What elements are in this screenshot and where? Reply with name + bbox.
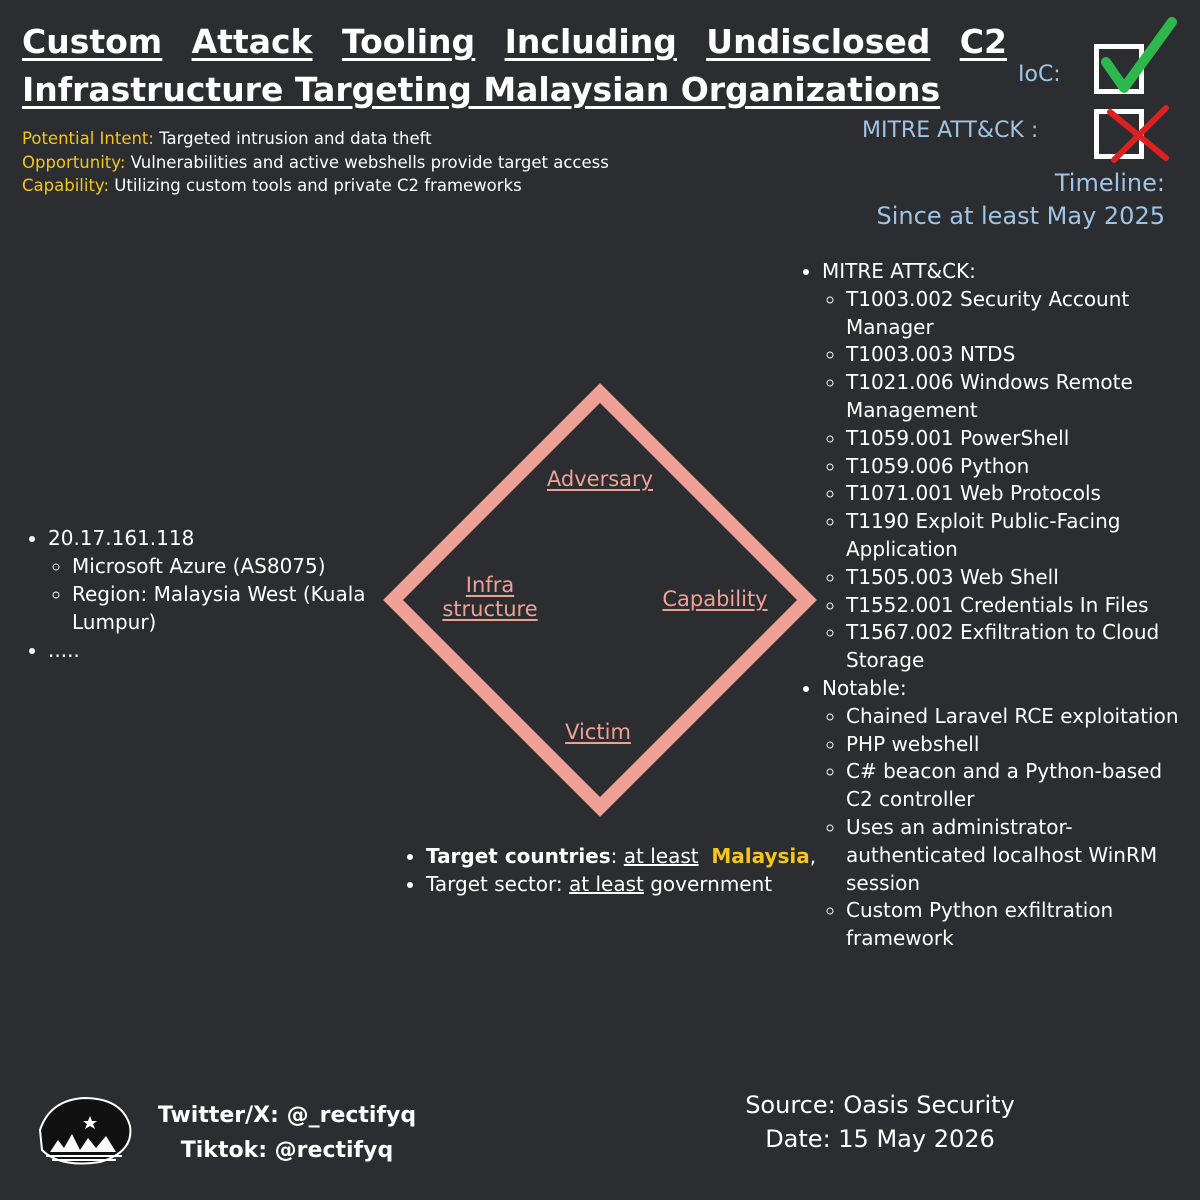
technique-item: T1059.001 PowerShell bbox=[846, 425, 1190, 453]
title-word: C2 bbox=[959, 22, 1007, 61]
title-word: Undisclosed bbox=[706, 22, 931, 61]
mitre-label: MITRE ATT&CK : bbox=[862, 118, 1039, 143]
title-word: Attack bbox=[191, 22, 313, 61]
infrastructure-list: 20.17.161.118 Microsoft Azure (AS8075) R… bbox=[24, 524, 389, 664]
notable-item: Uses an administrator-authenticated loca… bbox=[846, 814, 1190, 897]
list-item: Target sector: at least government bbox=[426, 870, 822, 898]
technique-item: T1567.002 Exfiltration to Cloud Storage bbox=[846, 619, 1190, 675]
infra-line-2: structure bbox=[442, 597, 538, 621]
ip-address: 20.17.161.118 bbox=[48, 526, 195, 550]
technique-item: T1190 Exploit Public-Facing Application bbox=[846, 508, 1190, 564]
list-item: 20.17.161.118 Microsoft Azure (AS8075) R… bbox=[48, 524, 389, 636]
technique-item: T1003.002 Security Account Manager bbox=[846, 286, 1190, 342]
ioc-label: IoC: bbox=[1018, 62, 1061, 87]
notable-heading: Notable: bbox=[822, 675, 907, 700]
diamond-shape bbox=[383, 383, 817, 817]
victim-list: Target countries: at least Malaysia, Tar… bbox=[402, 842, 822, 898]
qualifier: at least bbox=[569, 872, 644, 896]
date-text: Date: 15 May 2026 bbox=[765, 1125, 995, 1153]
title-line-2: Infrastructure Targeting Malaysian Organ… bbox=[22, 70, 941, 109]
technique-item: T1552.001 Credentials In Files bbox=[846, 592, 1190, 620]
diamond-capability-label: Capability bbox=[662, 587, 768, 611]
logo-icon bbox=[38, 1096, 132, 1165]
target-countries-label: Target countries bbox=[426, 844, 611, 868]
list-item: Notable: Chained Laravel RCE exploitatio… bbox=[822, 675, 1190, 953]
intent-value: Targeted intrusion and data theft bbox=[153, 129, 432, 148]
technique-item: T1059.006 Python bbox=[846, 453, 1190, 481]
capability-row: Capability: Utilizing custom tools and p… bbox=[22, 174, 609, 198]
list-item: Region: Malaysia West (Kuala Lumpur) bbox=[72, 580, 389, 636]
source-text: Source: Oasis Security bbox=[745, 1091, 1015, 1119]
technique-item: T1071.001 Web Protocols bbox=[846, 480, 1190, 508]
notable-item: PHP webshell bbox=[846, 731, 1190, 759]
title-word: Including bbox=[504, 22, 677, 61]
separator: : bbox=[610, 844, 624, 868]
title-word: Tooling bbox=[341, 22, 476, 61]
list-item: ..... bbox=[48, 636, 389, 664]
list-item: Microsoft Azure (AS8075) bbox=[72, 552, 389, 580]
technique-item: T1505.003 Web Shell bbox=[846, 564, 1190, 592]
notable-item: C# beacon and a Python-based C2 controll… bbox=[846, 758, 1190, 814]
tiktok-handle: Tiktok: @rectifyq bbox=[180, 1138, 394, 1163]
infra-line-1: Infra bbox=[465, 573, 515, 597]
intent-block: Potential Intent: Targeted intrusion and… bbox=[22, 127, 609, 198]
opportunity-value: Vulnerabilities and active webshells pro… bbox=[125, 152, 609, 172]
opportunity-row: Opportunity: Vulnerabilities and active … bbox=[22, 151, 609, 175]
timeline: Timeline: Since at least May 2025 bbox=[877, 167, 1165, 233]
twitter-handle: Twitter/X: @_rectifyq bbox=[157, 1103, 417, 1128]
target-country: Malaysia bbox=[711, 844, 810, 868]
notable-item: Custom Python exfiltration framework bbox=[846, 897, 1190, 953]
intent-row: Potential Intent: Targeted intrusion and… bbox=[22, 127, 609, 151]
diamond-model bbox=[383, 383, 817, 817]
diamond-victim-label: Victim bbox=[565, 720, 631, 744]
list-item: MITRE ATT&CK: T1003.002 Security Account… bbox=[822, 258, 1190, 675]
check-icon bbox=[1101, 17, 1177, 93]
qualifier: at least bbox=[623, 844, 699, 868]
target-sector: government bbox=[643, 872, 773, 896]
capability-key: Capability: bbox=[22, 176, 110, 195]
opportunity-key: Opportunity: bbox=[22, 152, 126, 172]
target-sector-label: Target sector: bbox=[426, 872, 569, 896]
timeline-value: Since at least May 2025 bbox=[876, 202, 1165, 230]
title-line-1: Custom Attack Tooling Including Undisclo… bbox=[22, 18, 1007, 66]
social-handles: Twitter/X: @_rectifyq Tiktok: @rectifyq bbox=[142, 1098, 432, 1168]
mitre-heading: MITRE ATT&CK: bbox=[822, 259, 976, 283]
list-item: Target countries: at least Malaysia, bbox=[426, 842, 822, 870]
title-word: Custom bbox=[22, 22, 163, 61]
capability-value: Utilizing custom tools and private C2 fr… bbox=[109, 176, 522, 195]
diamond-adversary-label: Adversary bbox=[546, 467, 654, 491]
cross-icon bbox=[1107, 105, 1169, 163]
page-title: Custom Attack Tooling Including Undisclo… bbox=[22, 18, 1007, 114]
capability-list: MITRE ATT&CK: T1003.002 Security Account… bbox=[798, 258, 1190, 953]
intent-key: Potential Intent: bbox=[22, 129, 154, 148]
source-block: Source: Oasis Security Date: 15 May 2026 bbox=[700, 1088, 1060, 1156]
trailing-comma: , bbox=[809, 844, 817, 868]
diamond-infrastructure-label: Infra structure bbox=[425, 573, 555, 621]
technique-item: T1021.006 Windows Remote Management bbox=[846, 369, 1190, 425]
timeline-label: Timeline: bbox=[1054, 169, 1165, 197]
notable-item: Chained Laravel RCE exploitation bbox=[846, 703, 1190, 731]
technique-item: T1003.003 NTDS bbox=[846, 341, 1190, 369]
